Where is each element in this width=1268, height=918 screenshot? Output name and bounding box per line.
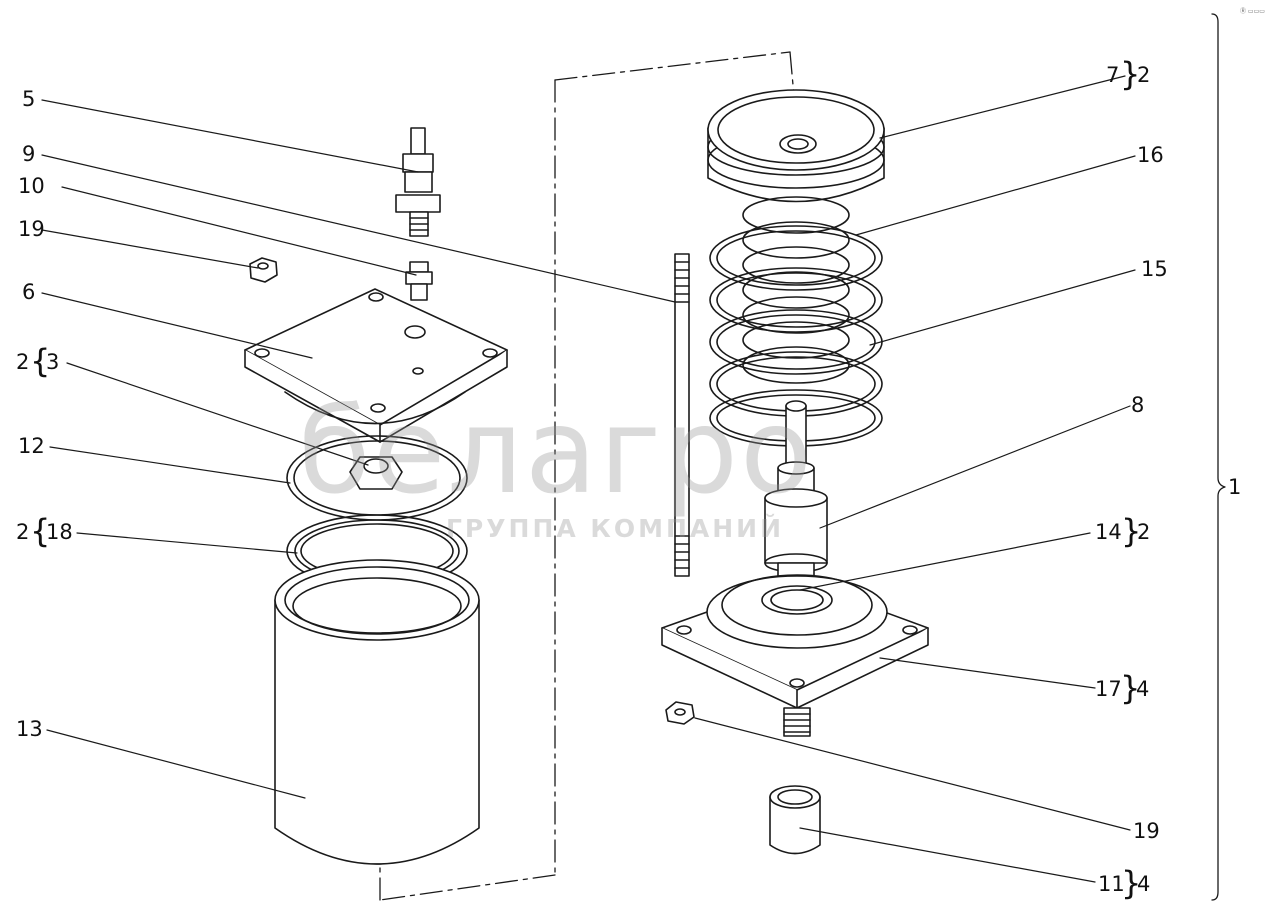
callout-16: 16 [1137,143,1164,167]
group-brace: } [1120,55,1141,93]
group-brace: } [1121,512,1142,550]
callout-8: 8 [1131,393,1145,417]
callout-11: 11 [1098,872,1125,896]
group-brace: } [1121,864,1142,902]
callout-12: 12 [18,434,45,458]
callout-18: 18 [46,520,73,544]
callout-17-group: 4 [1136,677,1150,701]
part-17-base-plate [661,574,929,737]
group-brace: { [30,342,51,380]
assembly-axis-line [379,51,797,901]
part-10-fitting [405,261,433,301]
part-13-canister [274,559,480,865]
part-15-16-springs [709,196,883,447]
part-3-nut [349,456,403,490]
callout-3-group: 2 [16,350,30,374]
callout-6: 6 [22,280,36,304]
callout-7-group: 2 [1137,63,1151,87]
leader-lines [41,75,1136,883]
part-19-nut-right [665,701,695,725]
part-19-nut-left [249,257,278,283]
callout-7: 7 [1106,63,1120,87]
part-6-cover-plate [244,288,508,443]
callout-15: 15 [1141,257,1168,281]
watermark-brand: белагро [298,382,815,520]
watermark-tagline: ГРУППА КОМПАНИЙ [446,514,785,543]
part-11-bushing [769,785,821,855]
group-brace: { [30,512,51,550]
group-brace: } [1120,669,1141,707]
part-5-sensor [395,127,441,237]
callout-5: 5 [22,87,36,111]
callout-18-group: 2 [16,520,30,544]
callout-14: 14 [1095,520,1122,544]
assembly-bracket [1211,13,1226,901]
part-9-stud [674,253,690,577]
corner-mark: Ⓡ ▭▭▭ [1240,8,1265,15]
callout-19-left: 19 [18,217,45,241]
callout-10: 10 [18,174,45,198]
callout-1: 1 [1228,475,1242,499]
callout-3: 3 [46,350,60,374]
callout-14-group: 2 [1137,520,1151,544]
callout-19-right: 19 [1133,819,1160,843]
callout-11-group: 4 [1137,872,1151,896]
callout-13: 13 [16,717,43,741]
callout-17: 17 [1095,677,1122,701]
part-7-spring-cap [707,89,885,203]
callout-9: 9 [22,142,36,166]
